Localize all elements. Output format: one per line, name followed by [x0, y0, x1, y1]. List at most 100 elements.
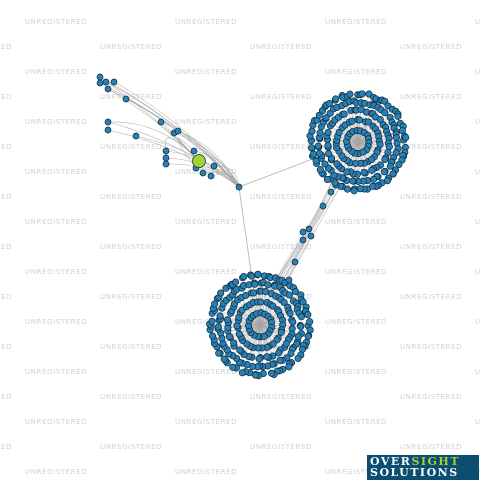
watermark-text: UNREGISTERED: [400, 43, 463, 51]
bottom-cluster-node: [260, 332, 269, 340]
watermark-text: UNREGISTERED: [325, 418, 388, 426]
top-right-cluster-spoke-edge: [357, 127, 386, 143]
bottom-cluster-node: [275, 349, 283, 357]
watermark-text: UNREGISTERED: [250, 243, 313, 251]
bottom-cluster-spoke-edge: [228, 322, 261, 326]
watermark-text: UNREGISTERED: [475, 118, 480, 126]
fan-edge: [135, 135, 240, 188]
brand-word-solutions: SOLUTIONS: [370, 466, 459, 479]
watermark-text: UNREGISTERED: [250, 193, 313, 201]
watermark-text: UNREGISTERED: [25, 168, 88, 176]
bottom-cluster-node: [223, 316, 232, 324]
top-right-cluster-node: [323, 175, 331, 184]
bottom-cluster-node: [262, 288, 270, 296]
top-right-cluster-node: [364, 118, 372, 126]
top-right-cluster-node: [380, 168, 388, 176]
top-right-cluster-node: [346, 90, 354, 98]
watermark-text: UNREGISTERED: [250, 143, 313, 151]
watermark-text: UNREGISTERED: [400, 143, 463, 151]
fan-edge: [177, 130, 240, 188]
bottom-cluster-node: [215, 349, 223, 357]
top-right-cluster-spoke-edge: [336, 141, 359, 164]
top-right-cluster-node: [370, 175, 378, 183]
top-right-cluster-spoke-edge: [328, 141, 359, 154]
fan-node: [157, 118, 165, 126]
top-right-cluster-node: [355, 116, 364, 124]
top-right-cluster-node: [314, 142, 322, 150]
watermark-text: UNREGISTERED: [175, 468, 238, 476]
fan-edge: [99, 82, 240, 188]
bottom-cluster-node: [240, 272, 248, 281]
bottom-cluster-node: [251, 280, 259, 288]
fan-node: [190, 147, 198, 155]
fan-node: [110, 78, 118, 86]
hub-to-top-cluster-edge: [238, 156, 319, 188]
chain-node: [299, 236, 307, 244]
bottom-cluster-node: [291, 288, 300, 296]
bottom-cluster-spoke-edge: [259, 324, 289, 341]
bottom-cluster-node: [277, 328, 285, 336]
watermark-text: UNREGISTERED: [250, 43, 313, 51]
chain-node: [291, 258, 299, 266]
top-right-cluster-node: [316, 129, 324, 137]
bottom-cluster-spoke-edge: [253, 292, 261, 326]
top-right-cluster-node: [324, 128, 332, 137]
watermark-text: UNREGISTERED: [475, 218, 480, 226]
bottom-cluster-node: [220, 355, 228, 363]
fan-edge: [213, 165, 240, 188]
fan-to-focus-edge: [178, 141, 200, 169]
watermark-text: UNREGISTERED: [25, 468, 88, 476]
fan-edge: [165, 163, 240, 188]
chain-node: [305, 225, 313, 233]
bottom-cluster-spoke-edge: [227, 324, 261, 332]
bottom-cluster-node: [209, 332, 217, 340]
bottom-cluster-node: [285, 363, 293, 371]
watermark-text: UNREGISTERED: [25, 68, 88, 76]
watermark-text: UNREGISTERED: [175, 418, 238, 426]
fan-node: [162, 154, 170, 162]
fan-node: [96, 79, 104, 87]
top-right-cluster-node: [368, 155, 376, 164]
bottom-cluster-node: [297, 313, 305, 321]
bottom-cluster-node: [287, 349, 295, 358]
fan-node: [162, 147, 170, 155]
watermark-text: UNREGISTERED: [0, 343, 13, 351]
bottom-cluster-node: [216, 312, 224, 320]
chain-node: [319, 202, 327, 210]
inter-cluster-edge: [267, 176, 344, 296]
bottom-cluster-node: [299, 298, 307, 306]
fan-node: [102, 78, 110, 86]
top-right-cluster-node: [332, 95, 340, 103]
watermark-text: UNREGISTERED: [400, 443, 463, 451]
top-right-cluster-node: [392, 149, 400, 157]
bottom-cluster-node: [264, 281, 272, 289]
bottom-cluster-node: [289, 318, 297, 326]
connector-hub-node: [235, 183, 243, 191]
watermark-text: UNREGISTERED: [100, 443, 163, 451]
bottom-cluster-node: [251, 371, 260, 379]
watermark-text: UNREGISTERED: [475, 368, 480, 376]
top-right-cluster-node: [385, 143, 393, 151]
bottom-cluster-node: [217, 289, 225, 297]
bottom-cluster-node: [282, 340, 290, 348]
watermark-text: UNREGISTERED: [325, 68, 388, 76]
bottom-cluster-node: [255, 355, 263, 363]
top-right-cluster-node: [321, 160, 329, 168]
top-right-cluster-node: [402, 133, 410, 142]
top-right-cluster-node: [360, 168, 368, 176]
top-right-cluster-spoke-edge: [350, 141, 359, 172]
top-right-cluster-spoke-edge: [342, 114, 359, 143]
fan-node: [104, 85, 112, 93]
inter-cluster-edge: [278, 176, 335, 296]
top-right-cluster-node: [376, 115, 384, 124]
watermark-text: UNREGISTERED: [325, 368, 388, 376]
fan-node: [162, 160, 170, 168]
bottom-cluster-node: [238, 369, 246, 377]
fan-node: [207, 172, 215, 180]
watermark-text: UNREGISTERED: [0, 43, 13, 51]
chain-node: [327, 188, 335, 196]
top-right-cluster-spoke-edge: [357, 141, 359, 175]
top-right-cluster-node: [307, 144, 316, 152]
fan-edge: [107, 121, 240, 188]
